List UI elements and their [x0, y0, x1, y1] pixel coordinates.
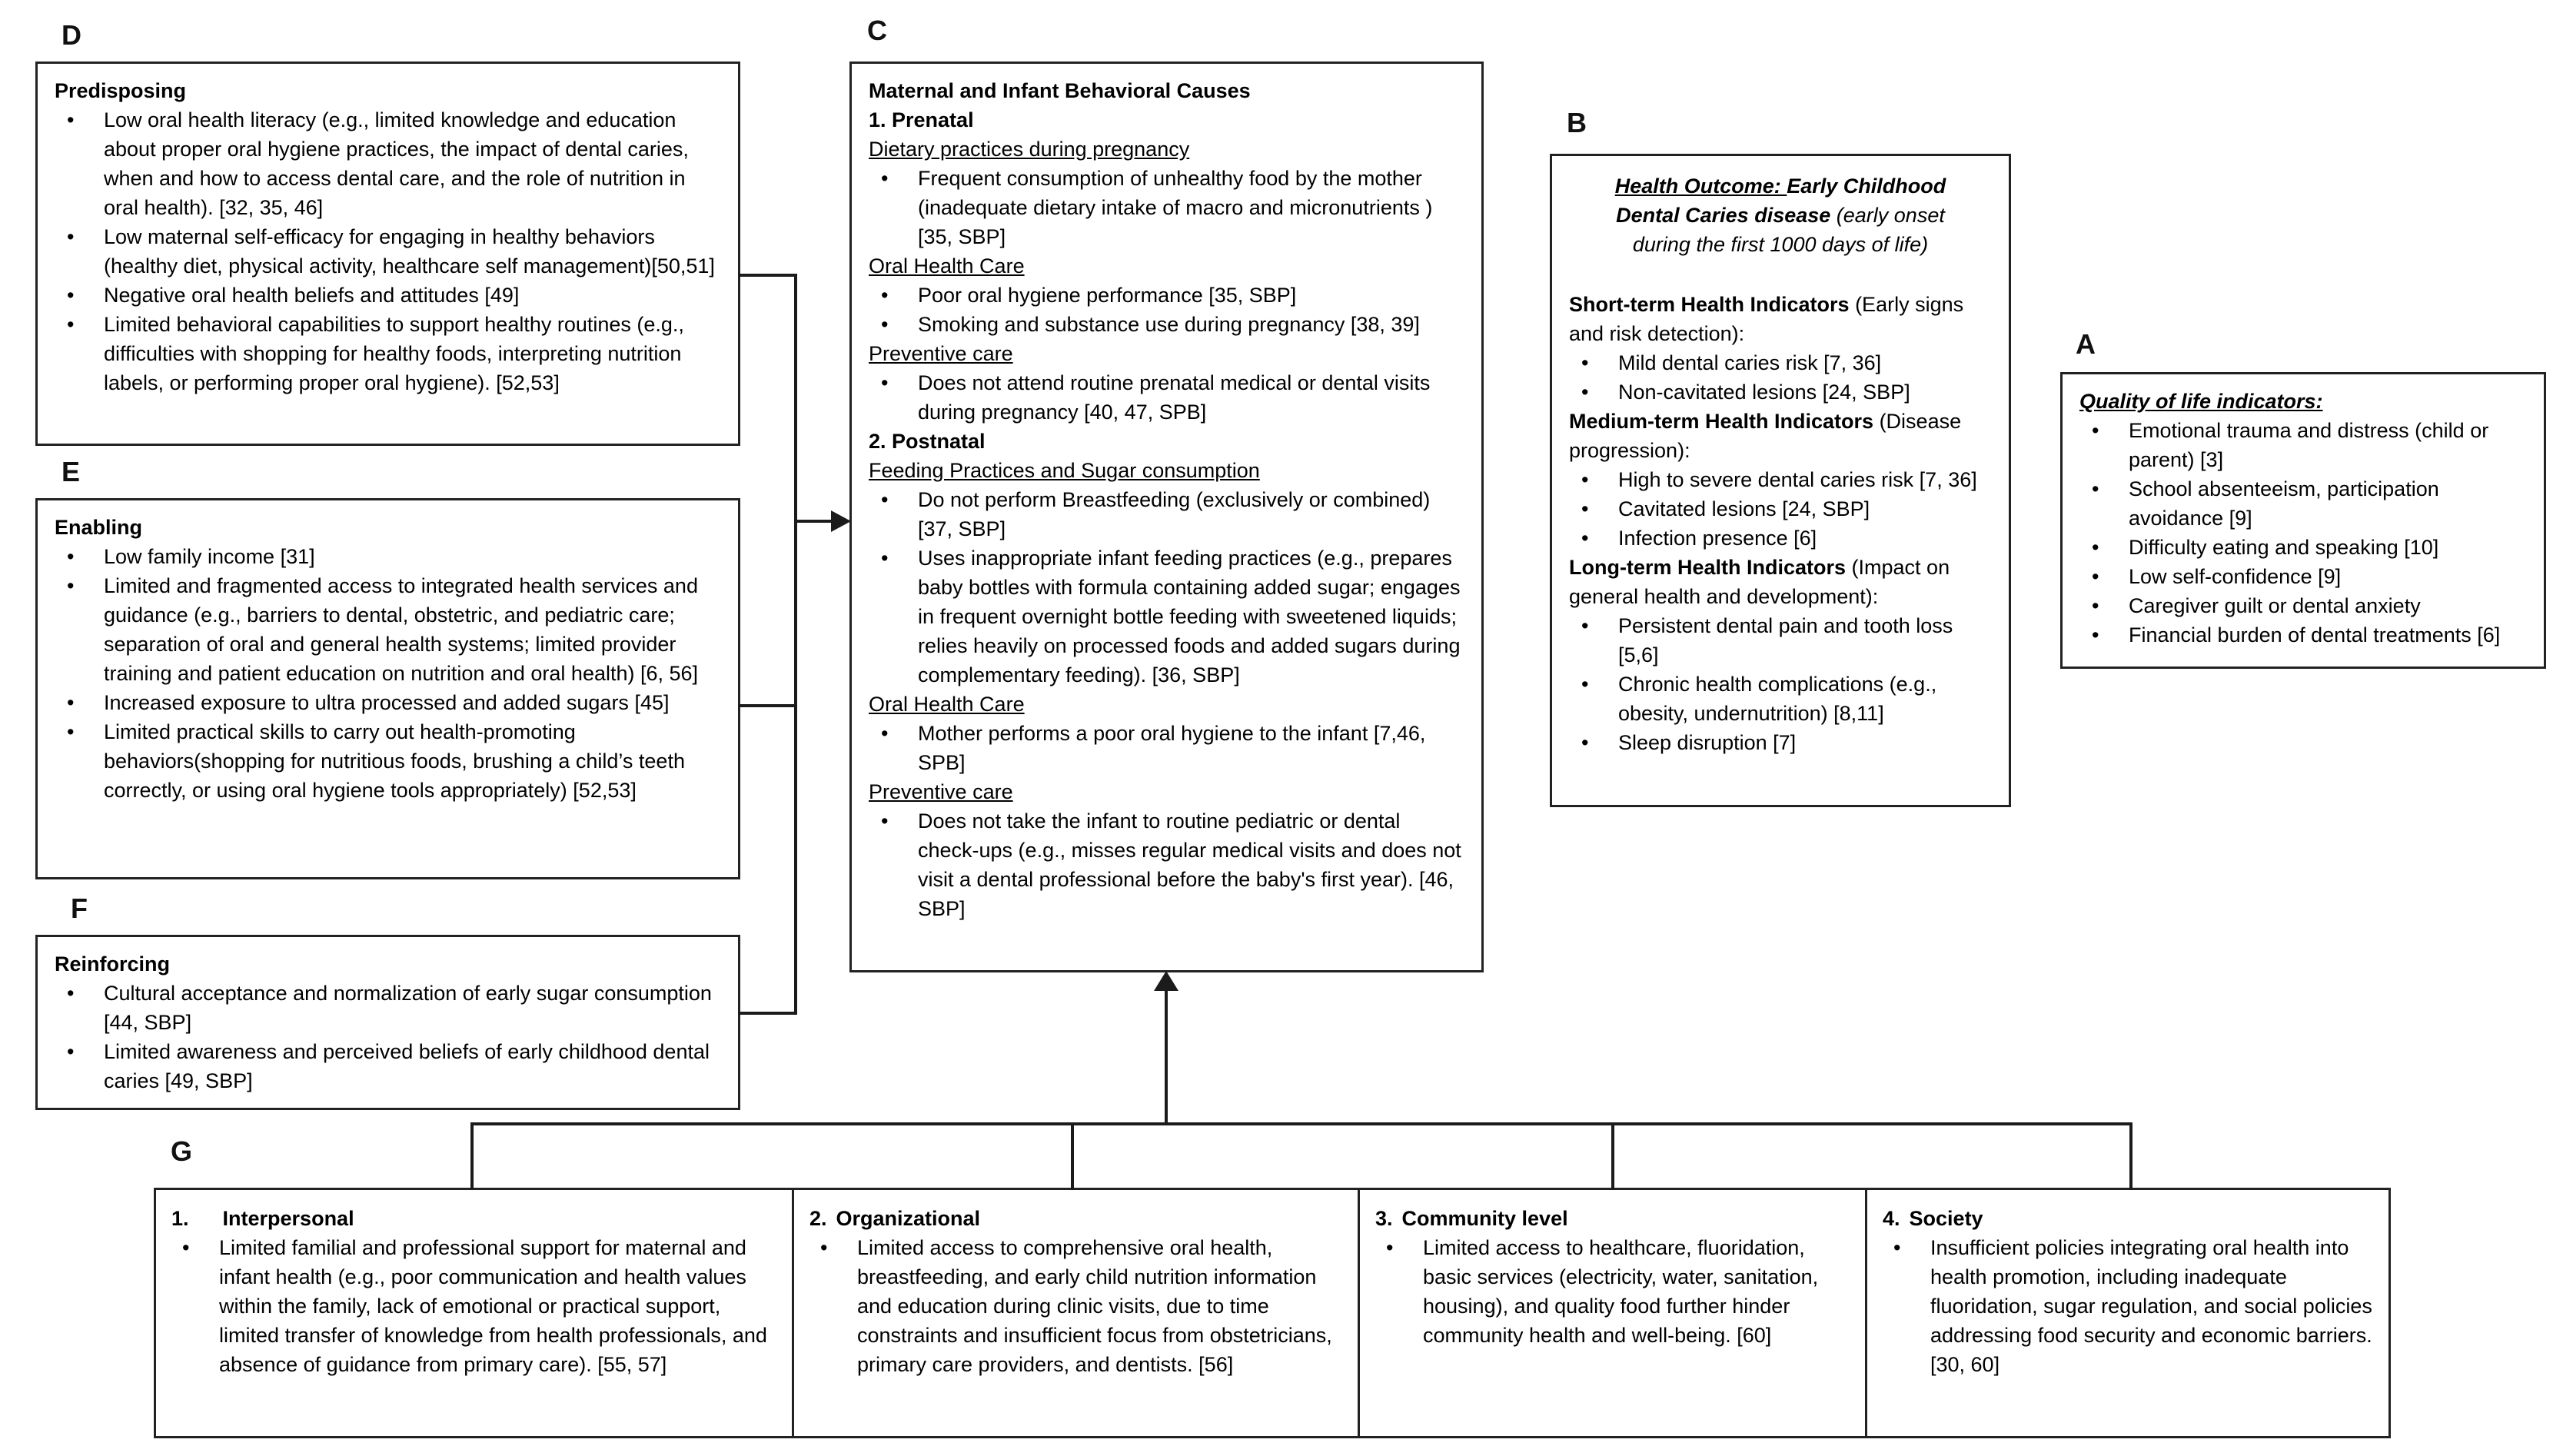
content-line: Low oral health literacy (e.g., limited …: [55, 105, 721, 222]
content-line: Preventive care: [869, 342, 1013, 365]
behavioral-causes-lines: 1. Prenatal Dietary practices during pre…: [869, 105, 1464, 923]
section-label-d: D: [61, 19, 81, 51]
social-level-bullets: Insufficient policies integrating oral h…: [1883, 1233, 2373, 1379]
reinforcing-box: Reinforcing Cultural acceptance and norm…: [35, 935, 740, 1110]
social-level-cell: 3.Community level Limited access to heal…: [1360, 1190, 1867, 1436]
enabling-box: Enabling Low family income [31] Limited …: [35, 498, 740, 879]
social-levels-connector-line: [470, 1122, 2132, 1125]
content-line: High to severe dental caries risk [7, 36…: [1569, 465, 1992, 494]
health-outcome-lines: Short-term Health Indicators (Early sign…: [1569, 290, 1992, 757]
content-line: Oral Health Care: [869, 254, 1025, 278]
social-level-heading: 3.Community level: [1375, 1207, 1568, 1230]
content-line: Medium-term Health Indicators (Disease p…: [1569, 410, 1962, 462]
predisposing-box: Predisposing Low oral health literacy (e…: [35, 61, 740, 446]
section-label-g: G: [171, 1135, 193, 1167]
social-level-cell: 2.Organizational Limited access to compr…: [794, 1190, 1360, 1436]
social-level-bullets: Limited access to healthcare, fluoridati…: [1375, 1233, 1850, 1350]
content-line: Low self-confidence [9]: [2079, 562, 2527, 591]
content-line: Cultural acceptance and normalization of…: [55, 979, 721, 1037]
predisposing-title: Predisposing: [55, 79, 187, 102]
content-line: Dietary practices during pregnancy: [869, 138, 1190, 161]
community-stub-line: [1611, 1122, 1614, 1190]
def-trunk-line: [794, 274, 797, 1015]
reinforcing-lines: Cultural acceptance and normalization of…: [55, 979, 721, 1095]
reinforcing-title: Reinforcing: [55, 952, 171, 976]
section-label-f: F: [71, 893, 88, 924]
predisposing-lines: Low oral health literacy (e.g., limited …: [55, 105, 721, 397]
content-line: Limited and fragmented access to integra…: [55, 571, 721, 688]
content-line: Increased exposure to ultra processed an…: [55, 688, 721, 717]
content-line: Preventive care: [869, 780, 1013, 803]
enabling-connector-line: [739, 704, 797, 707]
health-outcome-title: Health Outcome: Early Childhood Dental C…: [1614, 175, 1946, 256]
content-line: Poor oral hygiene performance [35, SBP]: [869, 281, 1464, 310]
content-line: Limited behavioral capabilities to suppo…: [55, 310, 721, 397]
bullet-item: Limited familial and professional suppor…: [171, 1233, 776, 1379]
society-stub-line: [2129, 1122, 2132, 1190]
reinforcing-connector-line: [739, 1012, 797, 1015]
section-label-e: E: [61, 456, 81, 487]
content-line: Infection presence [6]: [1569, 524, 1992, 553]
section-label-a: A: [2076, 328, 2096, 360]
section-label-b: B: [1567, 107, 1587, 138]
content-line: Oral Health Care: [869, 693, 1025, 716]
content-line: Does not attend routine prenatal medical…: [869, 368, 1464, 427]
social-level-bullets: Limited access to comprehensive oral hea…: [809, 1233, 1342, 1379]
quality-of-life-lines: Emotional trauma and distress (child or …: [2079, 416, 2527, 650]
interpersonal-stub-line: [470, 1122, 474, 1190]
bullet-item: Insufficient policies integrating oral h…: [1883, 1233, 2373, 1379]
content-line: Uses inappropriate infant feeding practi…: [869, 544, 1464, 690]
content-line: Smoking and substance use during pregnan…: [869, 310, 1464, 339]
content-line: School absenteeism, participation avoida…: [2079, 474, 2527, 533]
organizational-stub-line: [1071, 1122, 1074, 1190]
content-line: Negative oral health beliefs and attitud…: [55, 281, 721, 310]
content-line: Limited practical skills to carry out he…: [55, 717, 721, 805]
content-line: Caregiver guilt or dental anxiety: [2079, 591, 2527, 620]
content-line: Frequent consumption of unhealthy food b…: [869, 164, 1464, 251]
content-line: Do not perform Breastfeeding (exclusivel…: [869, 485, 1464, 544]
health-outcome-box: Health Outcome: Early Childhood Dental C…: [1550, 154, 2011, 807]
social-level-cell: 4.Society Insufficient policies integrat…: [1867, 1190, 2388, 1436]
content-line: Long-term Health Indicators (Impact on g…: [1569, 556, 1950, 608]
content-line: Limited awareness and perceived beliefs …: [55, 1037, 721, 1095]
social-level-heading: 2.Organizational: [809, 1207, 981, 1230]
content-line: Mother performs a poor oral hygiene to t…: [869, 719, 1464, 777]
content-line: Difficulty eating and speaking [10]: [2079, 533, 2527, 562]
bullet-item: Limited access to healthcare, fluoridati…: [1375, 1233, 1850, 1350]
behavioral-causes-box: Maternal and Infant Behavioral Causes 1.…: [849, 61, 1484, 972]
enabling-title: Enabling: [55, 516, 142, 539]
content-line: Persistent dental pain and tooth loss [5…: [1569, 611, 1992, 670]
behavioral-causes-title: Maternal and Infant Behavioral Causes: [869, 79, 1251, 102]
social-level-heading: 4.Society: [1883, 1207, 1983, 1230]
quality-of-life-title: Quality of life indicators:: [2079, 390, 2323, 413]
enabling-lines: Low family income [31] Limited and fragm…: [55, 542, 721, 805]
content-line: 2. Postnatal: [869, 430, 986, 453]
content-line: Low family income [31]: [55, 542, 721, 571]
content-line: Financial burden of dental treatments [6…: [2079, 620, 2527, 650]
social-to-causes-arrow-line: [1165, 989, 1168, 1125]
bullet-item: Limited access to comprehensive oral hea…: [809, 1233, 1342, 1379]
content-line: Non-cavitated lesions [24, SBP]: [1569, 377, 1992, 407]
content-line: 1. Prenatal: [869, 108, 974, 131]
quality-of-life-box: Quality of life indicators: Emotional tr…: [2060, 372, 2546, 669]
content-line: Does not take the infant to routine pedi…: [869, 806, 1464, 923]
content-line: Low maternal self-efficacy for engaging …: [55, 222, 721, 281]
social-level-bullets: Limited familial and professional suppor…: [171, 1233, 776, 1379]
def-to-causes-arrow-line: [794, 520, 834, 523]
social-level-heading: 1.Interpersonal: [171, 1207, 354, 1230]
social-to-causes-arrowhead-icon: [1154, 971, 1178, 991]
content-line: Feeding Practices and Sugar consumption: [869, 459, 1260, 482]
content-line: Cavitated lesions [24, SBP]: [1569, 494, 1992, 524]
content-line: Mild dental caries risk [7, 36]: [1569, 348, 1992, 377]
content-line: Emotional trauma and distress (child or …: [2079, 416, 2527, 474]
def-to-causes-arrowhead-icon: [831, 510, 851, 532]
content-line: Chronic health complications (e.g., obes…: [1569, 670, 1992, 728]
predisposing-connector-line: [739, 274, 797, 277]
social-level-cell: 1.Interpersonal Limited familial and pro…: [156, 1190, 794, 1436]
content-line: Sleep disruption [7]: [1569, 728, 1992, 757]
content-line: Short-term Health Indicators (Early sign…: [1569, 293, 1964, 345]
social-levels-row: 1.Interpersonal Limited familial and pro…: [154, 1188, 2391, 1438]
section-label-c: C: [867, 15, 887, 46]
